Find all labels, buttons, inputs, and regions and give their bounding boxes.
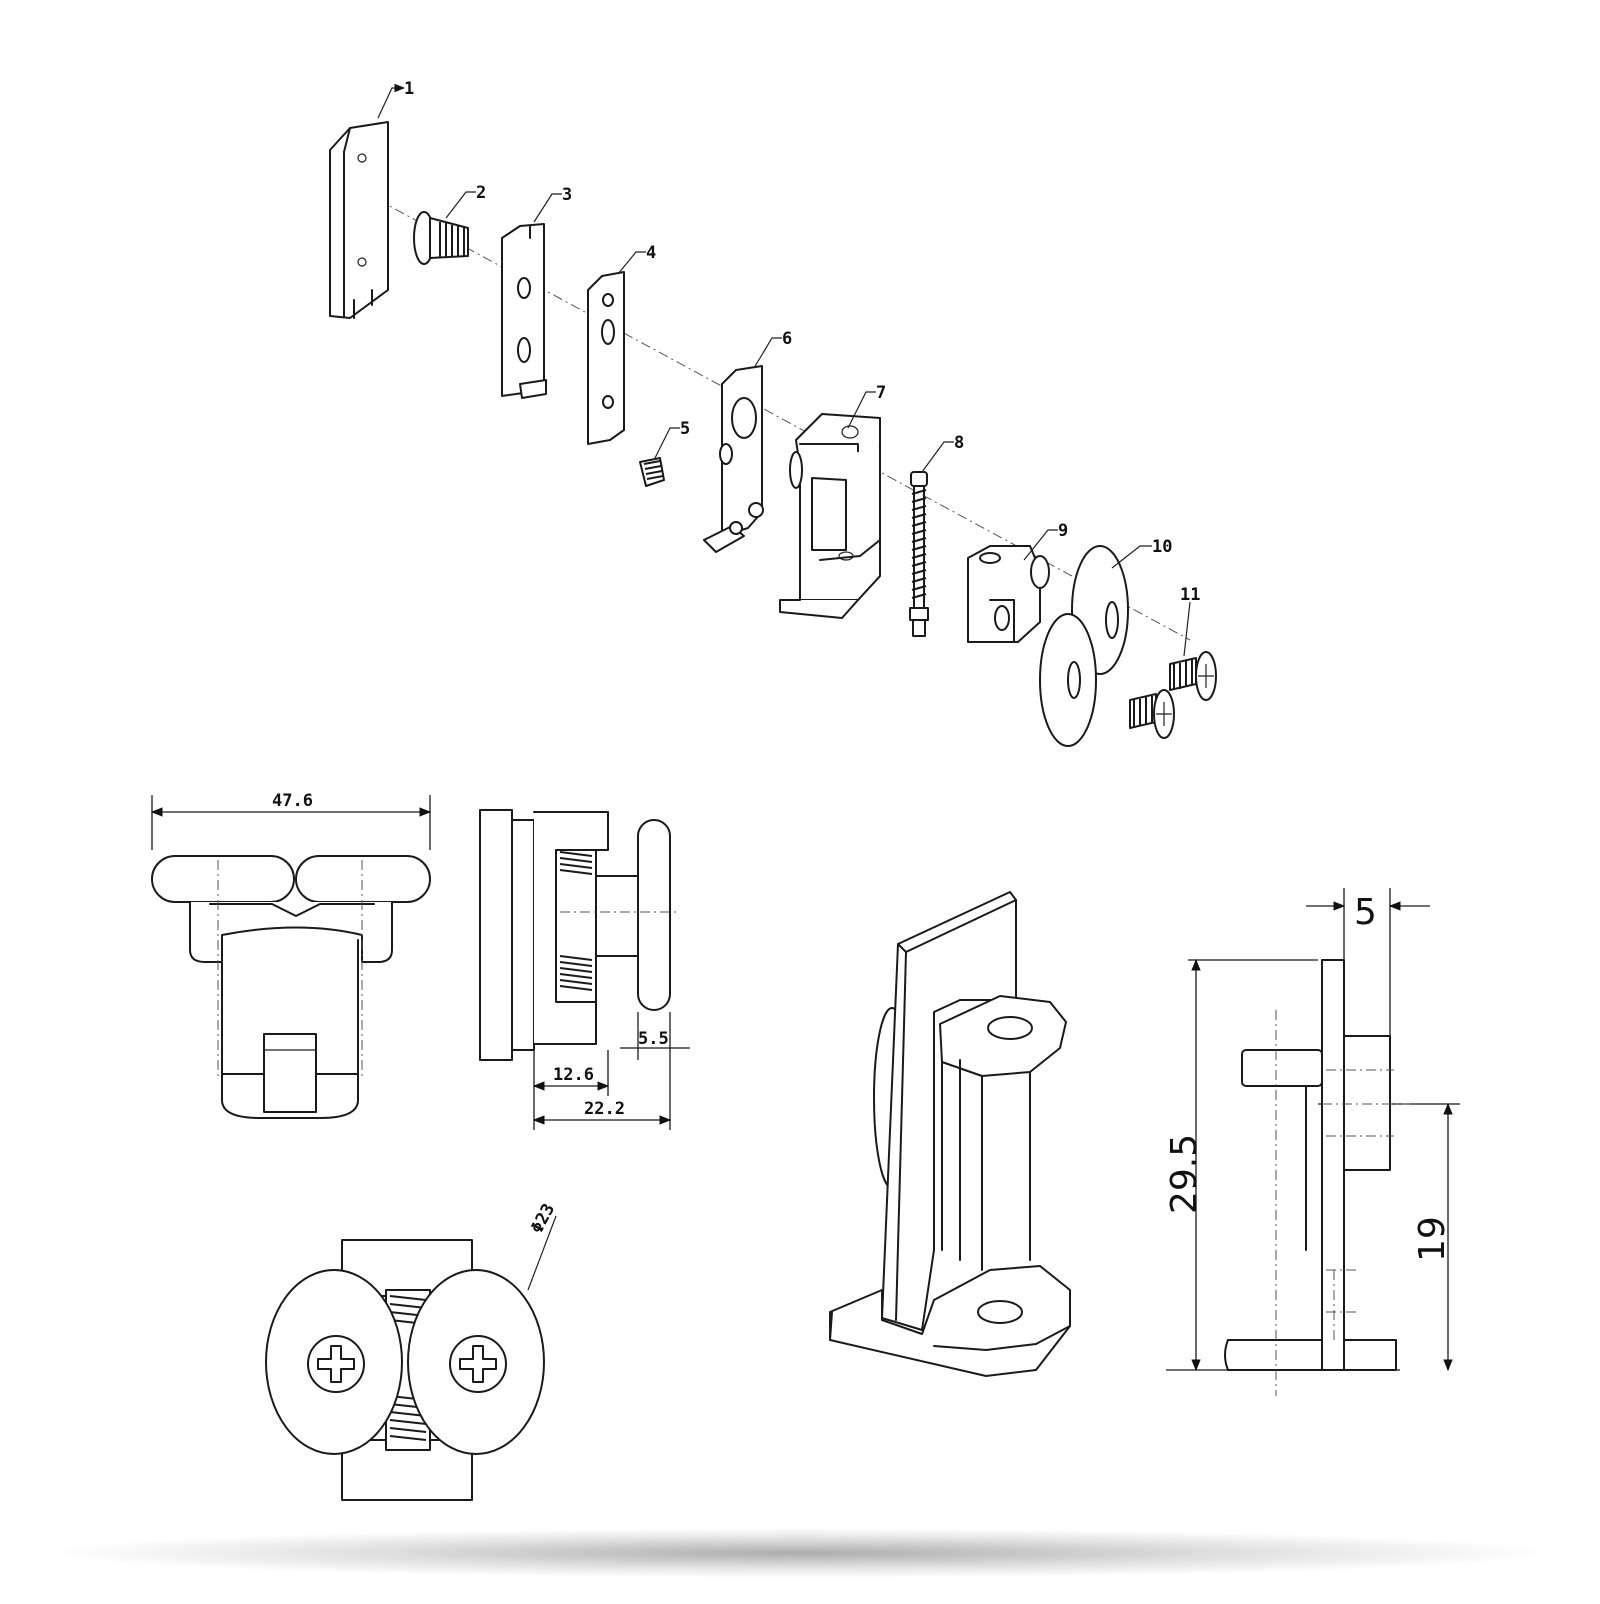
callout-1: 1 — [377, 79, 414, 119]
exploded-view: 1 2 3 4 5 6 7 8 — [329, 79, 1217, 747]
side-view: 12.6 22.2 5.5 — [479, 809, 690, 1130]
callout-2: 2 — [445, 183, 486, 219]
part-9-wheel-carrier — [967, 545, 1050, 643]
callout-6: 6 — [753, 329, 792, 369]
part-3-back-plate — [501, 223, 547, 399]
part-6-bracket-plate — [703, 365, 764, 553]
part-1-cover-cap — [329, 121, 389, 319]
callout-label-1: 1 — [404, 79, 414, 99]
isometric-body — [829, 891, 1071, 1377]
callout-9: 9 — [1023, 521, 1068, 561]
dim-axle-height: 19 — [1412, 1216, 1453, 1262]
left-screw-head — [307, 1335, 365, 1393]
callout-10: 10 — [1111, 537, 1172, 569]
callout-5: 5 — [653, 419, 690, 461]
callout-label-9: 9 — [1058, 521, 1068, 541]
dim-side-depth-inner: 12.6 — [553, 1065, 594, 1085]
callout-label-7: 7 — [876, 383, 886, 403]
top-view: Φ23 — [265, 1200, 559, 1501]
callout-3: 3 — [533, 185, 572, 223]
side-elevation: 5 29.5 19 — [1164, 888, 1460, 1396]
callout-label-11: 11 — [1180, 585, 1200, 605]
floor-shadow — [40, 1528, 1560, 1578]
part-4-gasket — [587, 271, 625, 445]
callout-7: 7 — [847, 383, 886, 429]
part-2-screw — [413, 211, 469, 265]
callout-4: 4 — [617, 243, 656, 275]
callout-label-6: 6 — [782, 329, 792, 349]
dim-front-width: 47.6 — [272, 791, 313, 811]
dim-wheel-thickness: 5.5 — [638, 1029, 669, 1049]
front-view: 47.6 — [150, 791, 432, 1119]
part-11-wheel-screws — [1129, 651, 1217, 739]
callout-label-4: 4 — [646, 243, 656, 263]
part-10-wheels — [1039, 545, 1129, 747]
dim-wheel-diameter: Φ23 — [527, 1200, 559, 1237]
callout-label-5: 5 — [680, 419, 690, 439]
part-7-body — [779, 413, 881, 619]
callout-11: 11 — [1180, 585, 1200, 657]
part-8-axle-pin — [909, 471, 929, 637]
part-5-grub-screw — [639, 457, 665, 487]
dim-plate-thickness: 5 — [1354, 892, 1377, 933]
callout-label-10: 10 — [1152, 537, 1172, 557]
assembly-axis — [359, 189, 1191, 641]
dim-side-depth-total: 22.2 — [584, 1099, 625, 1119]
dim-total-height: 29.5 — [1164, 1134, 1205, 1214]
right-screw-head — [449, 1335, 507, 1393]
callout-8: 8 — [921, 433, 964, 473]
callout-label-8: 8 — [954, 433, 964, 453]
callout-label-3: 3 — [562, 185, 572, 205]
callout-label-2: 2 — [476, 183, 486, 203]
